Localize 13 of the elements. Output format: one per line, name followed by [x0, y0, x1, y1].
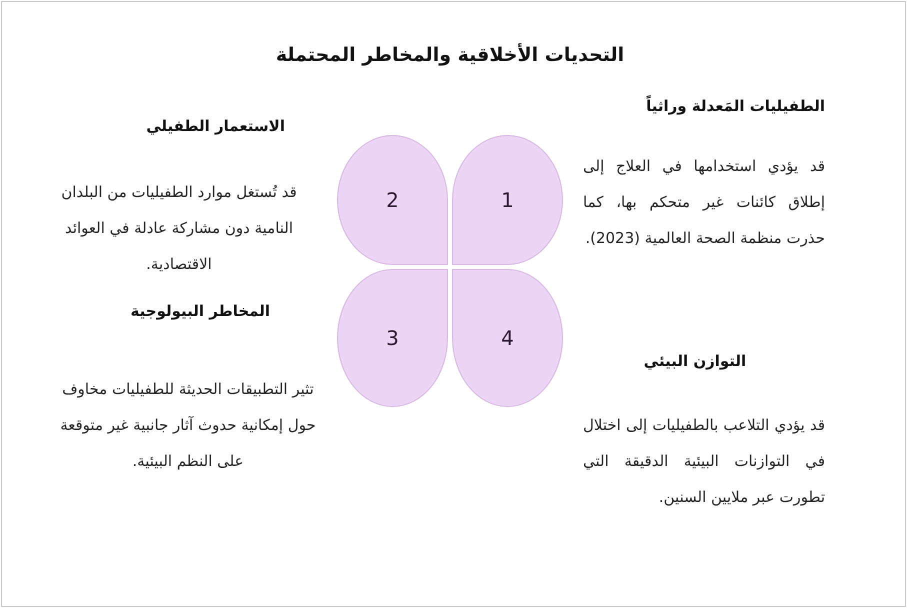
- section-heading: التوازن البيئي: [642, 352, 748, 370]
- section-heading: الاستعمار الطفيلي: [145, 117, 285, 135]
- title: التحديات الأخلاقية والمخاطر المحتملة: [274, 44, 626, 66]
- petal-number: 3: [386, 326, 399, 350]
- section-text: قد يؤدي التلاعب بالطفيليات إلى اختلال في التوازنات البيئية الدقيقة التي تطورت عبر ملايين السنين.: [583, 415, 825, 508]
- section-text: قد يؤدي استخدامها في العلاج إلى إطلاق كائنات غير متحكم بها، كما حذرت منظمة الصحة العالمية (2023).: [583, 156, 825, 249]
- section-heading: الطفيليات المَعدلة وراثياً: [645, 97, 825, 115]
- section-heading: المخاطر البيولوجية: [130, 302, 270, 320]
- petal-number: 1: [501, 188, 514, 212]
- petal-number: 2: [386, 188, 399, 212]
- petal-number: 4: [501, 326, 514, 350]
- section-text: قد تُستغل موارد الطفيليات من البلدان النامية دون مشاركة عادلة في العوائد الاقتصادية.: [60, 182, 298, 275]
- section-text: تثير التطبيقات الحديثة للطفيليات مخاوف حول إمكانية حدوث آثار جانبية غير متوقعة على النظم البيئية.: [59, 379, 317, 472]
